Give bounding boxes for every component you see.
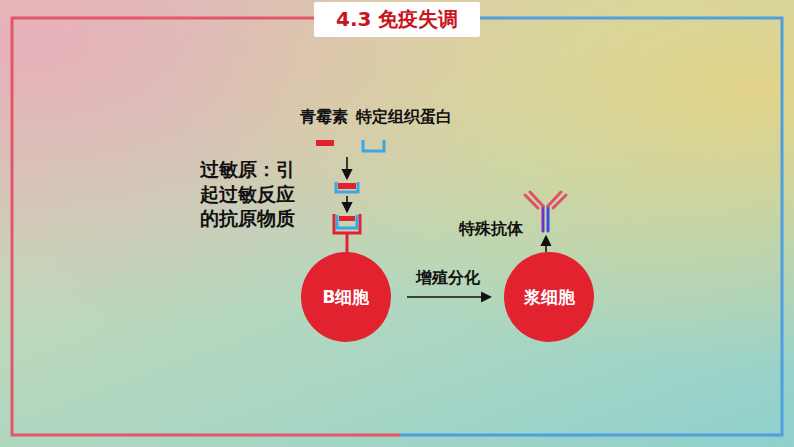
allergen-complex — [336, 182, 358, 192]
slide-title: 4.3 免疫失调 — [314, 2, 480, 37]
annotation: 青霉素 — [300, 107, 348, 128]
cell-circle: B细胞 — [301, 252, 391, 342]
annotation: 特定组织蛋白 — [356, 107, 452, 128]
annotation: 过敏原：引起过敏反应的抗原物质 — [200, 157, 296, 231]
edge-label: 增殖分化 — [416, 268, 480, 289]
antibody — [525, 192, 566, 231]
protein-cup — [363, 140, 384, 151]
up-arrow — [545, 237, 547, 252]
penicillin-bar — [316, 140, 334, 146]
annotation: 特殊抗体 — [459, 219, 523, 240]
receptor — [334, 214, 360, 254]
cell-name: B细胞 — [323, 286, 370, 309]
down-arrow — [346, 196, 348, 211]
cell-name: 浆细胞 — [524, 286, 575, 309]
cell-circle: 浆细胞 — [504, 252, 594, 342]
frame — [12, 18, 782, 435]
process-arrow — [407, 296, 490, 298]
down-arrow — [346, 157, 348, 178]
